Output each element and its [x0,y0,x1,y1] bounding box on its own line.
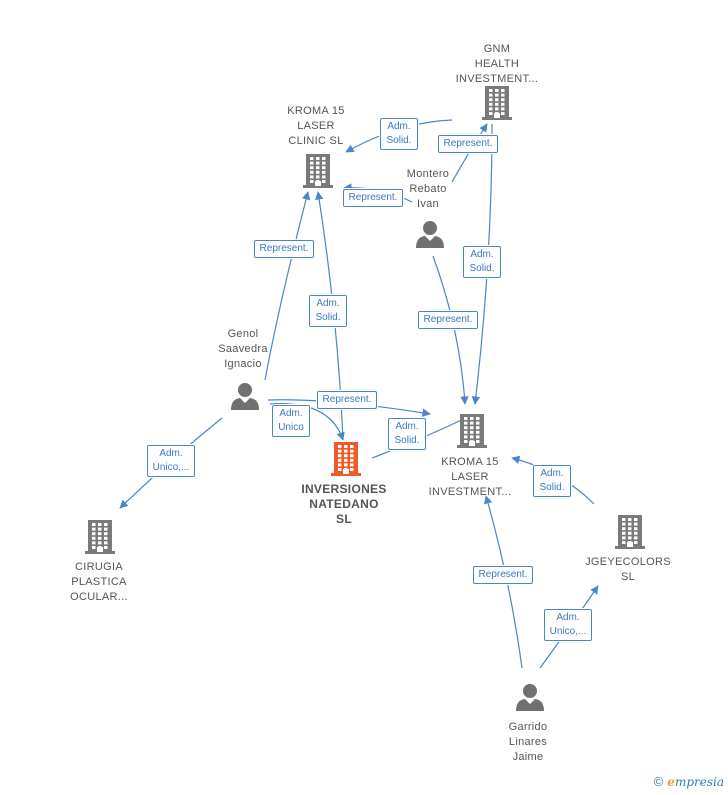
edge-badge[interactable]: Adm. Solid. [463,246,501,278]
node-label-line: NATEDANO [309,497,379,511]
node-label-line: Montero [406,168,450,180]
edge-badge[interactable]: Represent. [472,566,534,584]
node-label-kroma-inv[interactable]: KROMA 15 LASER INVESTMENT... [429,455,512,500]
node-label-line: SL [336,512,352,526]
node-label-line: JGEYECOLORS [585,556,671,568]
building-icon[interactable] [331,440,361,481]
footer-brand: © empresia [654,774,724,789]
edge-badge-text: Adm. [556,612,580,623]
building-icon[interactable] [303,152,333,193]
edge-badge-text: Solid. [539,482,565,493]
node-label-line: INVERSIONES [301,482,387,496]
edge-badge[interactable]: Adm. Solid. [309,295,347,327]
node-label-line: CLINIC SL [288,135,344,147]
node-label-line: INVESTMENT... [428,486,512,498]
copyright-symbol: © [653,774,664,789]
node-label-gnm[interactable]: GNM HEALTH INVESTMENT... [456,42,539,87]
edge-badge[interactable]: Adm. Solid. [388,418,426,450]
edge-badge-text: Adm. [159,448,183,459]
edge-genol-to-inversiones [269,403,345,441]
edge-genol-to-kroma_laser [264,191,311,381]
edge-badge-text: Adm. [387,121,411,132]
node-label-line: Jaime [512,751,544,763]
edge-badge-text: Represent. [322,394,372,405]
node-label-line: KROMA 15 [441,456,499,468]
node-label-kroma-laser[interactable]: KROMA 15 LASER CLINIC SL [287,104,344,149]
building-icon[interactable] [85,518,115,559]
node-label-line: KROMA 15 [287,105,345,117]
node-label-line: CIRUGIA [75,561,123,573]
person-icon[interactable] [230,381,260,416]
edge-badge-text: Solid. [394,435,420,446]
edge-badge-text: Solid. [315,312,341,323]
edge-badge-text: Solid. [386,135,412,146]
node-label-jgeye[interactable]: JGEYECOLORS SL [585,555,671,585]
node-label-line: PLASTICA [71,576,127,588]
node-label-line: OCULAR... [70,591,128,603]
edge-badge[interactable]: Adm. Unico,... [146,445,196,477]
edge-badge-text: Represent. [423,314,473,325]
building-icon[interactable] [615,513,645,554]
building-icon[interactable] [457,412,487,453]
edge-badge-text: Adm. [279,408,303,419]
node-label-line: Ignacio [224,358,262,370]
node-label-line: GNM [483,43,511,55]
brand-logo[interactable]: empresia [667,774,724,789]
node-label-line: LASER [297,120,335,132]
node-label-line: Genol [227,328,259,340]
node-label-line: Saavedra [218,343,268,355]
node-label-line: Linares [508,736,548,748]
edge-badge-text: Unico,... [549,626,587,637]
edge-badge-text: Represent. [259,243,309,254]
edge-badge[interactable]: Adm. Solid. [533,465,571,497]
edge-badge-text: Represent. [443,138,493,149]
edge-badge[interactable]: Represent. [253,240,315,258]
edge-badge-text: Solid. [469,263,495,274]
edge-badge[interactable]: Represent. [342,189,404,207]
person-icon[interactable] [415,219,445,254]
edge-badge[interactable]: Adm. Unico [272,405,310,437]
edge-badge-text: Adm. [395,421,419,432]
person-icon[interactable] [515,682,545,717]
edge-badge[interactable]: Adm. Solid. [380,118,418,150]
node-label-cirugia[interactable]: CIRUGIA PLASTICA OCULAR... [70,560,128,605]
node-label-line: HEALTH [474,58,520,70]
edge-badge-text: Unico [278,422,304,433]
edge-badge[interactable]: Represent. [316,391,378,409]
edge-badge[interactable]: Represent. [417,311,479,329]
node-label-line: LASER [451,471,489,483]
edge-badge-text: Adm. [470,249,494,260]
node-label-line: INVESTMENT... [455,73,539,85]
edge-badge-text: Represent. [348,192,398,203]
node-label-line: Rebato [409,183,447,195]
node-label-line: Garrido [508,721,548,733]
edge-badge-text: Adm. [316,298,340,309]
edge-montero-to-kroma_inv [432,255,469,405]
node-label-line: SL [620,571,636,583]
edge-badge-text: Adm. [540,468,564,479]
edge-badge[interactable]: Represent. [437,135,499,153]
edge-badge[interactable]: Adm. Unico,... [543,609,593,641]
edge-montero-to-gnm [451,123,488,183]
node-label-line: Ivan [416,198,439,210]
edge-badge-text: Unico,... [152,462,190,473]
edge-badge-text: Represent. [478,569,528,580]
building-icon[interactable] [482,84,512,125]
